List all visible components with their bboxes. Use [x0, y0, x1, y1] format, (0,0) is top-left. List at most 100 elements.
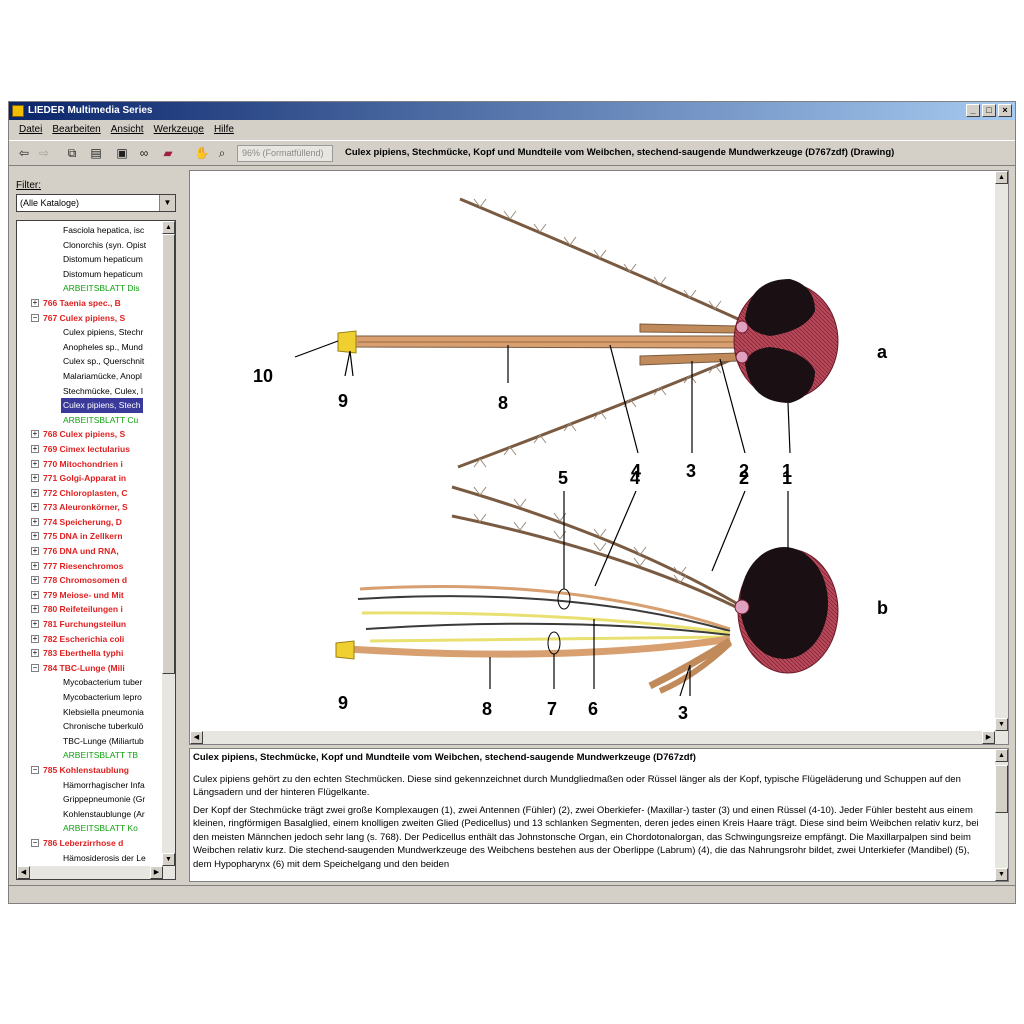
tree-category[interactable]: −786 Leberzirrhose d: [17, 836, 163, 851]
filter-select[interactable]: (Alle Kataloge) ▼: [16, 194, 176, 212]
menu-datei[interactable]: Datei: [19, 124, 43, 135]
tree-category[interactable]: +773 Aleuronkörner, S: [17, 500, 163, 515]
zoom-field[interactable]: 96% (Formatfüllend): [237, 145, 333, 162]
expand-icon[interactable]: +: [31, 546, 39, 556]
scroll-right-icon[interactable]: ▶: [982, 731, 995, 744]
tree-category[interactable]: +780 Reifeteilungen i: [17, 602, 163, 617]
tree-category[interactable]: +770 Mitochondrien i: [17, 457, 163, 472]
zoom-icon[interactable]: ⌕: [218, 146, 226, 160]
collapse-icon[interactable]: −: [31, 764, 39, 774]
print-icon[interactable]: ▤: [90, 146, 102, 160]
image-vertical-scrollbar[interactable]: ▲ ▼: [995, 171, 1008, 731]
tree-item[interactable]: ARBEITSBLATT Cu: [17, 413, 163, 428]
expand-icon[interactable]: +: [31, 458, 39, 468]
description-scrollbar[interactable]: ▲ ▼: [995, 749, 1008, 881]
tree-category[interactable]: +772 Chloroplasten, C: [17, 486, 163, 501]
image-viewer[interactable]: 10 9 8 4 3 2 1 a: [189, 170, 1009, 745]
tree-item[interactable]: Fasciola hepatica, isc: [17, 223, 163, 238]
scroll-thumb[interactable]: [162, 234, 175, 674]
forward-arrow-icon[interactable]: ⇨: [38, 146, 50, 160]
scroll-up-icon[interactable]: ▲: [162, 221, 175, 234]
expand-icon[interactable]: +: [31, 429, 39, 439]
menu-ansicht[interactable]: Ansicht: [110, 124, 144, 135]
copy-icon[interactable]: ⧉: [67, 146, 77, 160]
tree-item[interactable]: Kohlenstaublunge (Ar: [17, 807, 163, 822]
expand-icon[interactable]: +: [31, 633, 39, 643]
tree-item[interactable]: Hämorrhagischer Infa: [17, 778, 163, 793]
menu-hilfe[interactable]: Hilfe: [213, 124, 234, 135]
image-horizontal-scrollbar[interactable]: ◀ ▶: [190, 731, 1008, 744]
description-pane[interactable]: Culex pipiens, Stechmücke, Kopf und Mund…: [189, 748, 1009, 882]
tree-item[interactable]: Culex sp., Querschnit: [17, 354, 163, 369]
expand-icon[interactable]: +: [31, 443, 39, 453]
binoculars-icon[interactable]: ∞: [139, 146, 149, 160]
tree-item[interactable]: Culex pipiens, Stech: [17, 398, 163, 413]
expand-icon[interactable]: +: [31, 619, 39, 629]
tree-item[interactable]: TBC-Lunge (Miliartub: [17, 734, 163, 749]
tree-item[interactable]: Clonorchis (syn. Opist: [17, 238, 163, 253]
menu-werkzeuge[interactable]: Werkzeuge: [153, 124, 204, 135]
tree-category[interactable]: −784 TBC-Lunge (Mili: [17, 661, 163, 676]
tree-category[interactable]: +782 Escherichia coli: [17, 632, 163, 647]
expand-icon[interactable]: +: [31, 473, 39, 483]
tree-category[interactable]: +781 Furchungsteilun: [17, 617, 163, 632]
book-icon[interactable]: ▰: [163, 146, 173, 160]
tree-item[interactable]: ARBEITSBLATT Ko: [17, 821, 163, 836]
tree-item[interactable]: Stechmücke, Culex, l: [17, 384, 163, 399]
scroll-down-icon[interactable]: ▼: [162, 853, 175, 866]
tree-category[interactable]: +775 DNA in Zellkern: [17, 529, 163, 544]
collapse-icon[interactable]: −: [31, 312, 39, 322]
tree-category[interactable]: +768 Culex pipiens, S: [17, 427, 163, 442]
maximize-button[interactable]: □: [982, 104, 996, 117]
tree-category[interactable]: −767 Culex pipiens, S: [17, 311, 163, 326]
scroll-left-icon[interactable]: ◀: [190, 731, 203, 744]
tree-item[interactable]: Anopheles sp., Mund: [17, 340, 163, 355]
scroll-up-icon[interactable]: ▲: [995, 749, 1008, 762]
scroll-down-icon[interactable]: ▼: [995, 868, 1008, 881]
back-arrow-icon[interactable]: ⇦: [18, 146, 30, 160]
tree-item[interactable]: Mycobacterium tuber: [17, 675, 163, 690]
scroll-down-icon[interactable]: ▼: [995, 718, 1008, 731]
expand-icon[interactable]: +: [31, 531, 39, 541]
scroll-up-icon[interactable]: ▲: [995, 171, 1008, 184]
expand-icon[interactable]: +: [31, 589, 39, 599]
tree-category[interactable]: +771 Golgi-Apparat in: [17, 471, 163, 486]
tree-category[interactable]: +783 Eberthella typhi: [17, 646, 163, 661]
tree-category[interactable]: +769 Cimex lectularius: [17, 442, 163, 457]
dropdown-arrow-icon[interactable]: ▼: [159, 195, 175, 211]
tree-item[interactable]: ARBEITSBLATT TB: [17, 748, 163, 763]
tree-category[interactable]: +776 DNA und RNA,: [17, 544, 163, 559]
tree-item[interactable]: Distomum hepaticum: [17, 267, 163, 282]
tree-item[interactable]: Mycobacterium lepro: [17, 690, 163, 705]
hand-icon[interactable]: ✋: [194, 146, 210, 160]
tree-item[interactable]: Grippepneumonie (Gr: [17, 792, 163, 807]
scroll-left-icon[interactable]: ◀: [17, 866, 30, 879]
expand-icon[interactable]: +: [31, 648, 39, 658]
tree-category[interactable]: −785 Kohlenstaublung: [17, 763, 163, 778]
tree-item[interactable]: Culex pipiens, Stechr: [17, 325, 163, 340]
expand-icon[interactable]: +: [31, 487, 39, 497]
close-button[interactable]: ×: [998, 104, 1012, 117]
tree-item[interactable]: Klebsiella pneumonia: [17, 705, 163, 720]
tree-item[interactable]: Chronische tuberkulö: [17, 719, 163, 734]
tree-item[interactable]: Distomum hepaticum: [17, 252, 163, 267]
expand-icon[interactable]: +: [31, 297, 39, 307]
tree-horizontal-scrollbar[interactable]: ◀ ▶: [17, 866, 175, 879]
expand-icon[interactable]: +: [31, 516, 39, 526]
collapse-icon[interactable]: −: [31, 662, 39, 672]
expand-icon[interactable]: +: [31, 502, 39, 512]
tree-item[interactable]: Hämosiderosis der Le: [17, 851, 163, 866]
collapse-icon[interactable]: −: [31, 837, 39, 847]
scroll-right-icon[interactable]: ▶: [150, 866, 163, 879]
scroll-thumb[interactable]: [995, 765, 1008, 813]
minimize-button[interactable]: _: [966, 104, 980, 117]
menu-bearbeiten[interactable]: Bearbeiten: [52, 124, 101, 135]
expand-icon[interactable]: +: [31, 604, 39, 614]
tree-item[interactable]: ARBEITSBLATT Dis: [17, 281, 163, 296]
slideshow-icon[interactable]: ▣: [116, 146, 128, 160]
tree-vertical-scrollbar[interactable]: ▲ ▼: [162, 221, 175, 879]
tree-category[interactable]: +779 Meiose- und Mit: [17, 588, 163, 603]
expand-icon[interactable]: +: [31, 560, 39, 570]
tree-category[interactable]: +774 Speicherung, D: [17, 515, 163, 530]
